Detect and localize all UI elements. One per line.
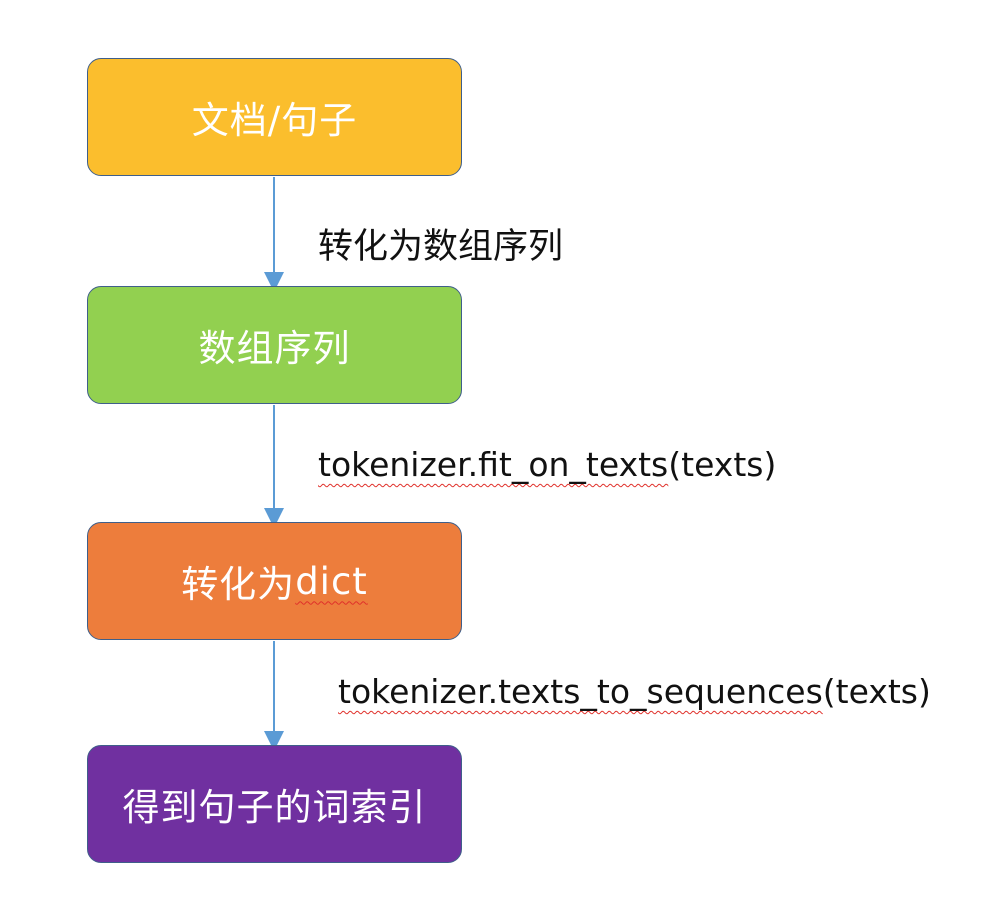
edge-label-convert: 转化为数组序列 — [318, 218, 563, 269]
step-label: 转化为 — [181, 563, 296, 606]
step-array-sequence: 数组序列 — [87, 286, 462, 404]
edge-label-args: (texts) — [822, 672, 931, 711]
step-label-suffix: dict — [295, 559, 368, 603]
edge-label-code: tokenizer.texts_to_sequences — [338, 672, 823, 711]
edge-label-args: (texts) — [668, 445, 777, 484]
edge-label-code: tokenizer.fit_on_texts — [318, 445, 669, 484]
step-document-sentence: 文档/句子 — [87, 58, 462, 176]
edge-label-fit-on-texts: tokenizer.fit_on_texts(texts) — [318, 445, 776, 484]
step-label: 得到句子的词索引 — [122, 786, 427, 829]
step-label: 文档/句子 — [191, 99, 358, 142]
edge-label-texts-to-sequences: tokenizer.texts_to_sequences(texts) — [338, 672, 931, 711]
step-label: 数组序列 — [198, 327, 351, 370]
step-word-index: 得到句子的词索引 — [87, 745, 462, 863]
edge-label-text: 转化为数组序列 — [318, 227, 564, 267]
